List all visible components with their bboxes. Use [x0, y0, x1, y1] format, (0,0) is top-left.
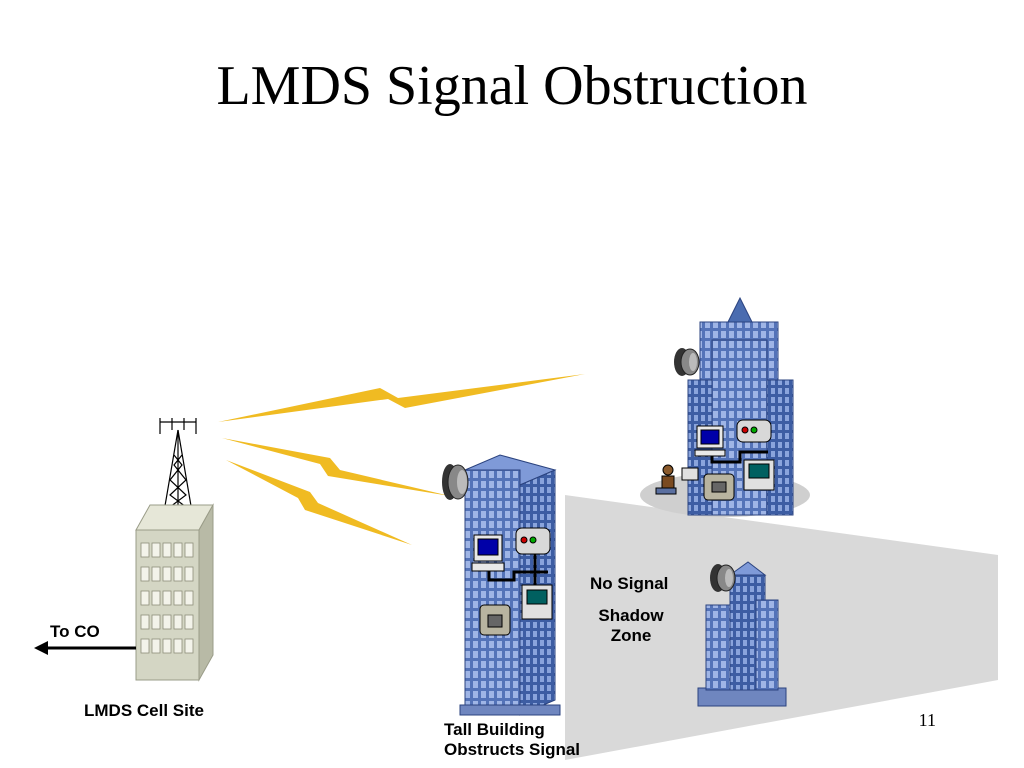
no-signal-label: No Signal: [590, 574, 669, 593]
tall-building-label-line1: Tall Building: [444, 720, 545, 739]
tall-building-label-line2: Obstructs Signal: [444, 740, 581, 760]
router-icon: [515, 527, 551, 555]
signal-bolt-bottom: [226, 460, 412, 545]
router-icon: [736, 419, 772, 443]
dish-antenna-icon: [674, 348, 700, 376]
shadowed-building: [697, 561, 787, 707]
office-tower-equipment: [655, 419, 775, 501]
server-icon: [743, 459, 775, 491]
signal-bolt-top: [218, 374, 585, 422]
tall-building-equipment: [471, 527, 553, 636]
signal-bolts: [218, 374, 585, 545]
to-co-arrow: [34, 641, 136, 655]
cell-site-label: LMDS Cell Site: [84, 701, 204, 720]
server-icon: [521, 584, 553, 620]
shadow-zone: [565, 495, 998, 760]
signal-bolt-middle: [222, 438, 450, 496]
dish-antenna-icon: [442, 464, 469, 500]
shadow-zone-label-line1: Shadow: [598, 606, 664, 625]
computer-icon: [471, 534, 505, 572]
slide-title: LMDS Signal Obstruction: [216, 55, 808, 117]
shadow-zone-label: Shadow Zone: [592, 606, 670, 647]
shadow-zone-label-line2: Zone: [610, 626, 652, 646]
telephone-icon: [479, 604, 511, 636]
tall-building-label: Tall Building Obstructs Signal: [444, 720, 580, 761]
cell-site-building: [135, 503, 214, 682]
office-worker-icon: [655, 464, 699, 495]
tall-building: [459, 454, 561, 716]
telephone-icon: [703, 473, 735, 501]
computer-icon: [694, 425, 726, 457]
slide-number: 11: [918, 710, 936, 730]
dish-antenna-icon: [710, 564, 736, 592]
to-co-label: To CO: [50, 622, 100, 641]
